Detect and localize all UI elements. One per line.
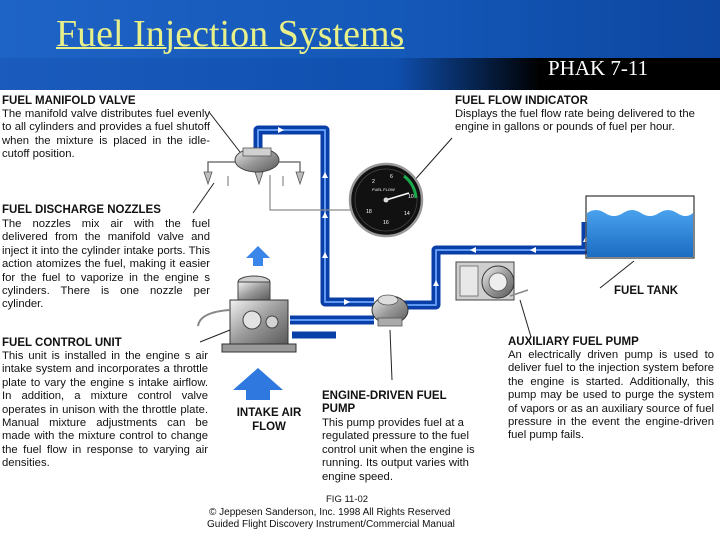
gauge-label: FUEL FLOW [372, 187, 395, 192]
indicator-pointer [412, 137, 453, 183]
engine-pump-text: This pump provides fuel at a regulated p… [322, 417, 475, 483]
figure-copyright: © Jeppesen Sanderson, Inc. 1998 All Righ… [209, 507, 451, 518]
fuel-tank-label: FUEL TANK [614, 285, 679, 297]
gauge-tick-label: 18 [366, 209, 372, 215]
engine-pump-heading: ENGINE-DRIVEN FUEL PUMP [322, 390, 447, 415]
fuel-tank [585, 195, 695, 289]
fuel-control-unit-text: This unit is installed in the engine s a… [2, 350, 208, 470]
gauge-tick-label: 10 [408, 194, 414, 200]
fuel-control-unit [197, 275, 297, 353]
manifold-valve-text: The manifold valve distributes fuel even… [2, 108, 210, 161]
auxiliary-pump [455, 261, 532, 338]
intake-air-flow-label: INTAKE AIR FLOW [236, 407, 302, 433]
fuel-flow-gauge [348, 162, 424, 238]
figure-number: FIG 11-02 [326, 494, 369, 505]
gauge-tick-label: 14 [404, 211, 410, 217]
figure-area [0, 90, 720, 540]
flow-indicator-heading: FUEL FLOW INDICATOR [455, 95, 588, 107]
flow-indicator-text: Displays the fuel flow rate being delive… [455, 108, 695, 134]
discharge-nozzles-heading: FUEL DISCHARGE NOZZLES [2, 204, 161, 216]
intake-air-arrows [233, 246, 283, 400]
manifold-valve-heading: FUEL MANIFOLD VALVE [2, 95, 136, 107]
manifold-pointer [208, 111, 241, 153]
slide-title: Fuel Injection Systems [56, 13, 405, 55]
gauge-sense-line [269, 175, 352, 211]
engine-driven-pump [371, 294, 409, 381]
fuel-manifold-valve [203, 147, 305, 186]
gauge-tick-label: 6 [390, 174, 393, 180]
header-band [0, 58, 720, 90]
nozzle-pointer [192, 182, 215, 214]
fuel-control-unit-heading: FUEL CONTROL UNIT [2, 337, 122, 349]
aux-pump-heading: AUXILIARY FUEL PUMP [508, 336, 639, 348]
aux-pump-text: An electrically driven pump is used to d… [508, 349, 714, 442]
slide-header [0, 0, 720, 90]
fuel-lines [253, 125, 591, 339]
gauge-tick-label: 2 [372, 179, 375, 185]
discharge-nozzles-text: The nozzles mix air with the fuel delive… [2, 218, 210, 311]
figure-source: Guided Flight Discovery Instrument/Comme… [207, 519, 455, 530]
gauge-tick-label: 16 [383, 220, 389, 226]
slide-reference: PHAK 7-11 [548, 56, 649, 80]
